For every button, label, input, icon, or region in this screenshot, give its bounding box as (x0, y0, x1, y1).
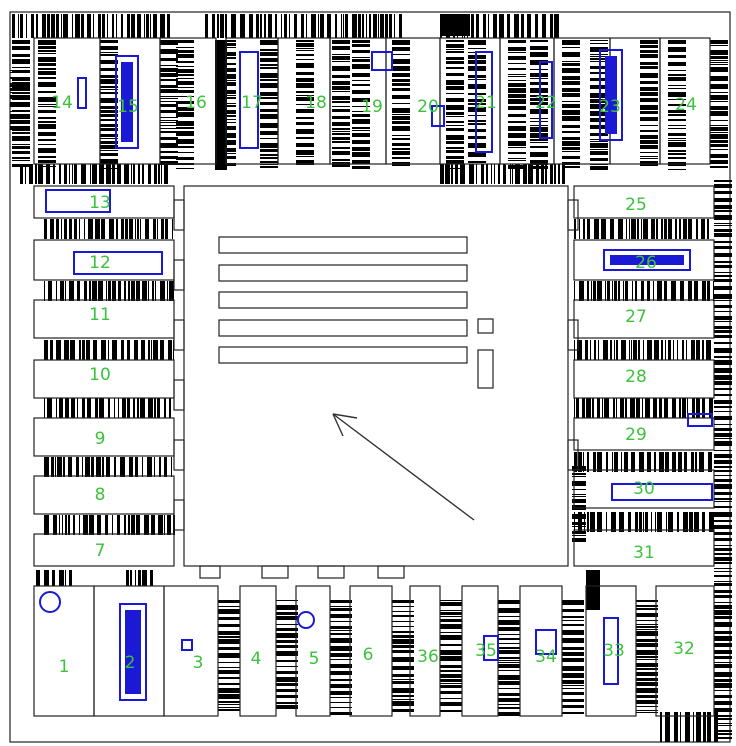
room-label: 16 (185, 93, 207, 113)
room-label: 14 (51, 93, 73, 113)
hatched-walls (10, 14, 732, 742)
room-label: 1 (59, 657, 70, 677)
room-label: 23 (599, 97, 621, 117)
room-label: 28 (625, 367, 647, 387)
room-label: 22 (535, 93, 557, 113)
room-label: 15 (117, 97, 139, 117)
room-label: 35 (475, 641, 497, 661)
room-labels: 1 2 3 4 5 6 7 8 9 10 11 12 13 14 15 16 1… (51, 93, 697, 677)
room-label: 20 (417, 97, 439, 117)
room-label: 8 (95, 485, 106, 505)
room-label: 7 (95, 541, 106, 561)
room-label: 34 (535, 647, 557, 667)
room-label: 13 (89, 193, 111, 213)
room-label: 30 (633, 479, 655, 499)
room-label: 18 (305, 93, 327, 113)
room-label: 31 (633, 543, 655, 563)
room-label: 6 (363, 645, 374, 665)
room-label: 9 (95, 429, 106, 449)
room-label: 36 (417, 647, 439, 667)
room-label: 21 (475, 93, 497, 113)
room-label: 19 (361, 97, 383, 117)
room-label: 10 (89, 365, 111, 385)
room-label: 29 (625, 425, 647, 445)
courtyard (183, 185, 569, 567)
room-label: 4 (251, 649, 262, 669)
room-label: 32 (673, 639, 695, 659)
room-walls (33, 37, 715, 717)
room-label: 5 (309, 649, 320, 669)
room-label: 12 (89, 253, 111, 273)
room-label: 27 (625, 307, 647, 327)
room-label: 26 (635, 253, 657, 273)
room-label: 33 (603, 641, 625, 661)
room-label: 24 (675, 95, 697, 115)
room-label: 11 (89, 305, 111, 325)
room-label: 25 (625, 195, 647, 215)
room-label: 2 (125, 653, 136, 673)
north-arrow (332, 413, 475, 521)
room-label: 3 (193, 653, 204, 673)
furniture-outlines (39, 49, 713, 701)
room-label: 17 (241, 93, 263, 113)
courtyard-bars (218, 236, 494, 389)
